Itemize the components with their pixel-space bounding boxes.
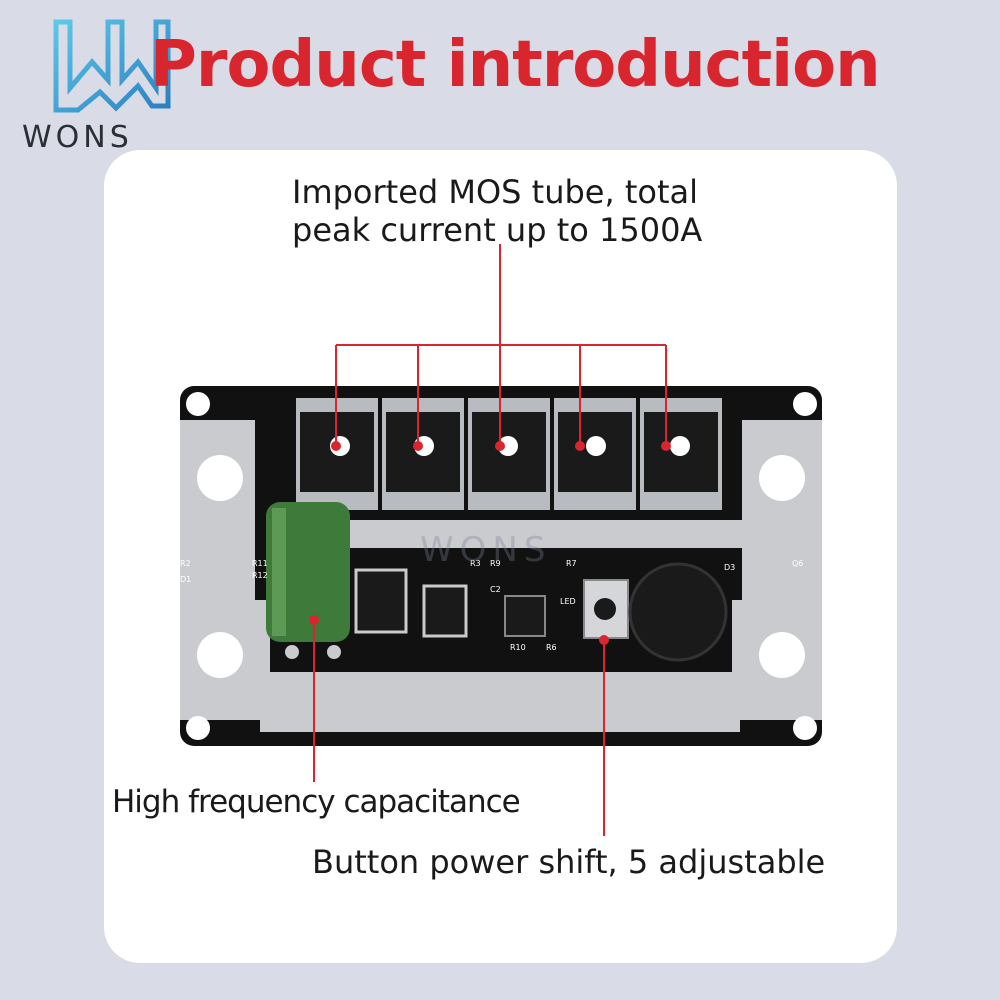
terminal-hole [759,632,805,678]
label-led: LED [560,597,576,606]
label-r6: R6 [546,643,557,652]
power-button [583,579,629,639]
label-d1: D1 [180,575,191,584]
label-q6: Q6 [792,559,803,568]
label-c2: C2 [490,585,501,594]
label-r12: R12 [252,571,268,580]
callout-dots [309,441,671,645]
callout-button: Button power shift, 5 adjustable [312,843,826,881]
mount-hole [186,392,210,416]
terminal-hole [197,632,243,678]
callout-capacitance: High frequency capacitance [112,784,521,820]
mcu-chip [504,595,546,637]
page-title: Product introduction [150,28,881,102]
middle-strip [300,520,820,548]
label-d3: D3 [724,563,735,572]
mount-hole [186,716,210,740]
buzzer [628,562,728,662]
label-r2: R2 [180,559,191,568]
watermark: WONS [420,530,552,570]
mount-hole [793,716,817,740]
label-r11: R11 [252,559,268,568]
mos-tubes [296,398,722,510]
brand-logo: WONS [22,18,192,155]
terminal-hole [759,455,805,501]
label-r3: R3 [470,559,481,568]
label-r10: R10 [510,643,526,652]
label-r7: R7 [566,559,577,568]
terminal-hole [197,455,243,501]
right-pad [742,420,822,600]
capacitor [266,502,350,659]
callout-mos-tube: Imported MOS tube, total peak current up… [292,173,703,249]
wons-logo-icon [53,19,171,113]
ic-chip [422,584,468,638]
regulator-chip [354,568,408,634]
mount-hole [793,392,817,416]
logo-text: WONS [22,120,133,155]
label-r9: R9 [490,559,501,568]
callout-leader-lines [313,244,667,836]
bottom-pad [260,672,740,732]
diode [196,568,232,590]
